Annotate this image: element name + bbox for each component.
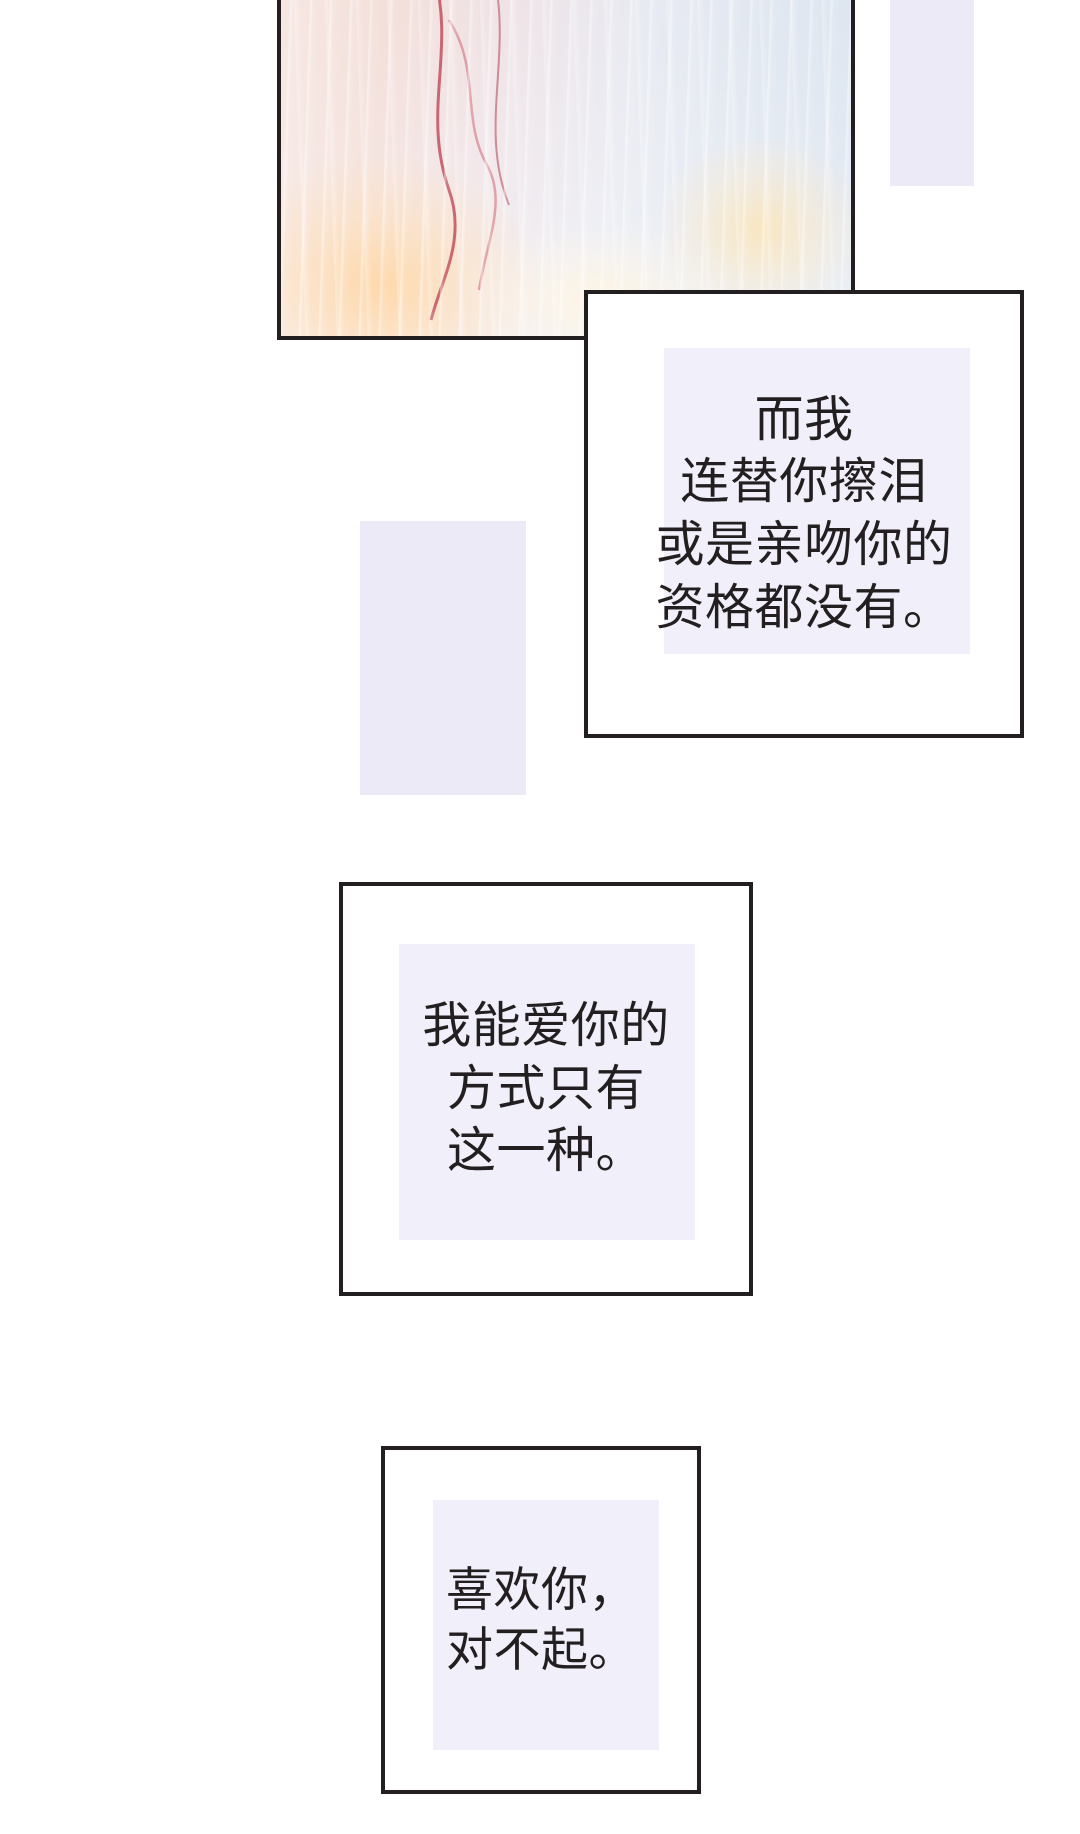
warm-glow-icon <box>281 156 541 336</box>
caption-highlight <box>664 348 970 654</box>
caption-box-2: 我能爱你的 方式只有 这一种。 <box>339 882 753 1296</box>
red-ribbon-icon <box>429 0 510 321</box>
rain-streaks-icon <box>281 0 851 336</box>
caption-highlight <box>433 1500 659 1750</box>
artwork-panel <box>277 0 855 340</box>
rain-streaks-icon <box>281 0 851 336</box>
caption-highlight <box>399 944 695 1240</box>
caption-text-1: 而我 连替你擦泪 或是亲吻你的 资格都没有。 <box>655 392 953 635</box>
accent-block-top-right <box>890 0 974 186</box>
accent-block-mid-left <box>360 521 526 795</box>
caption-text-2: 我能爱你的 方式只有 这一种。 <box>422 998 670 1179</box>
caption-text-3: 喜欢你， 对不起。 <box>446 1562 636 1676</box>
caption-box-1: 而我 连替你擦泪 或是亲吻你的 资格都没有。 <box>584 290 1024 738</box>
caption-box-3: 喜欢你， 对不起。 <box>381 1446 701 1794</box>
